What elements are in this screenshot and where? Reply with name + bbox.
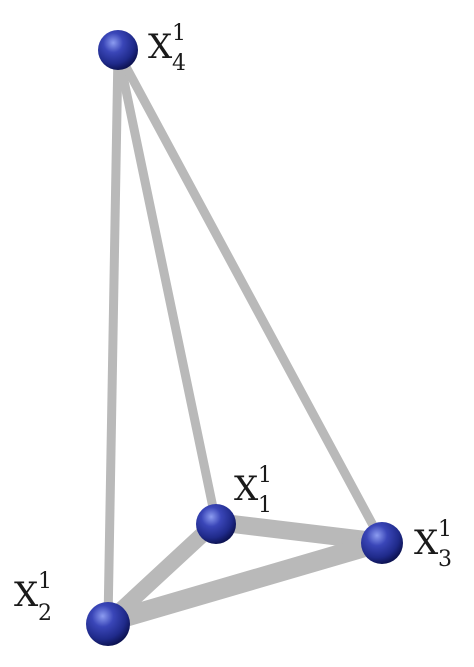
edges bbox=[98, 47, 392, 632]
vertex-x4-subscript: 4 bbox=[172, 51, 186, 76]
edge-x2-x3 bbox=[98, 532, 392, 632]
edge-x1-x3 bbox=[207, 513, 391, 551]
vertex-x1-label: X bbox=[234, 469, 259, 509]
labels: X 1 4 X 1 1 X 1 3 X 1 2 bbox=[14, 21, 452, 626]
vertex-x4-superscript: 1 bbox=[172, 21, 186, 46]
vertex-x3-superscript: 1 bbox=[438, 517, 452, 542]
vertices bbox=[86, 30, 403, 646]
vertex-x3-sphere bbox=[361, 522, 403, 564]
vertex-x4-sphere bbox=[98, 30, 138, 70]
vertex-x4-label: X bbox=[148, 27, 173, 67]
vertex-x3-label: X bbox=[414, 523, 439, 563]
vertex-x1-sphere bbox=[196, 504, 236, 544]
vertex-x2-subscript: 2 bbox=[38, 601, 52, 626]
edge-x4-x1 bbox=[113, 47, 221, 527]
edge-x4-x3 bbox=[113, 47, 387, 547]
vertex-x2-sphere bbox=[86, 602, 130, 646]
vertex-x1-superscript: 1 bbox=[258, 463, 272, 488]
edge-x4-x2 bbox=[103, 47, 123, 627]
edge-x1-x2 bbox=[100, 514, 224, 630]
vertex-x1-subscript: 1 bbox=[258, 493, 272, 518]
vertex-x2-superscript: 1 bbox=[38, 569, 52, 594]
vertex-x2-label: X bbox=[14, 575, 39, 615]
vertex-x3-subscript: 3 bbox=[438, 547, 452, 572]
